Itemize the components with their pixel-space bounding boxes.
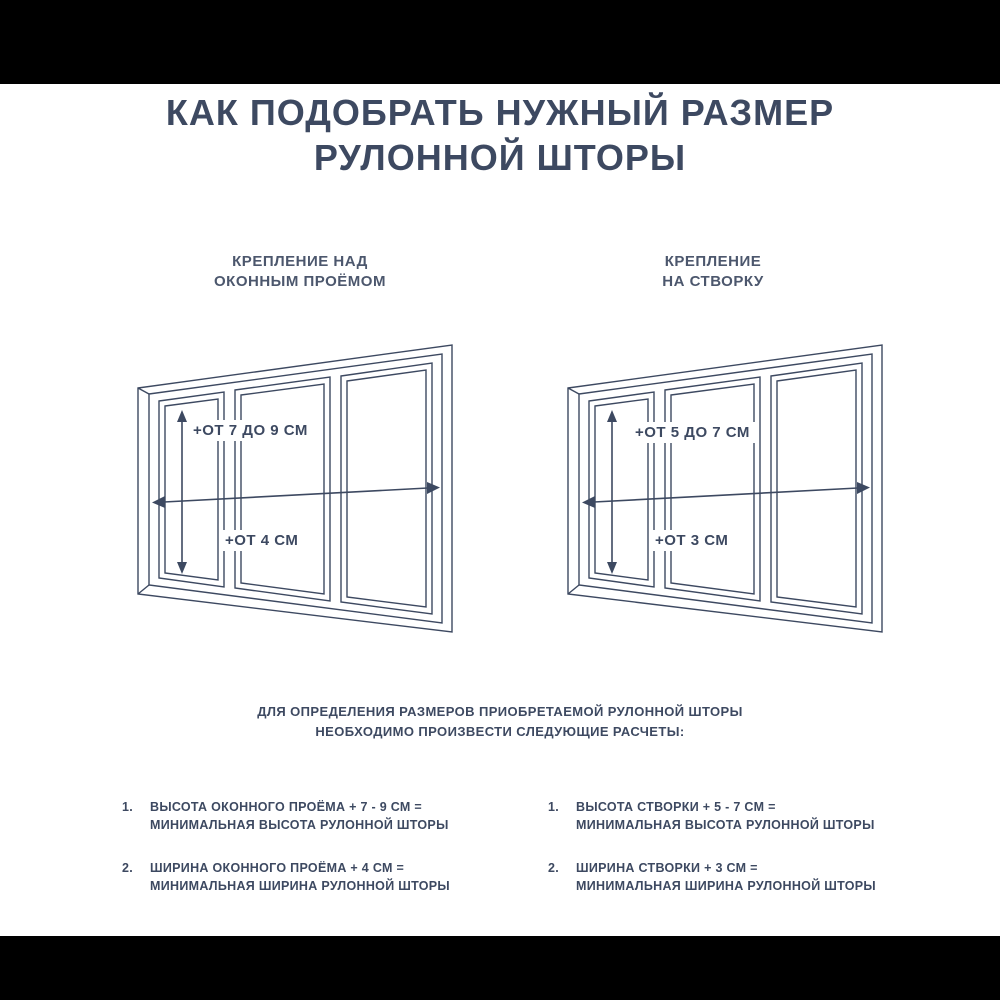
width-arrow [582, 482, 870, 508]
intro-line2: НЕОБХОДИМО ПРОИЗВЕСТИ СЛЕДУЮЩИЕ РАСЧЕТЫ: [315, 724, 685, 739]
item-text-line1: ШИРИНА СТВОРКИ + 3 СМ = [576, 861, 758, 875]
item-text: ВЫСОТА СТВОРКИ + 5 - 7 СМ = МИНИМАЛЬНАЯ … [576, 798, 875, 834]
instructions-intro: ДЛЯ ОПРЕДЕЛЕНИЯ РАЗМЕРОВ ПРИОБРЕТАЕМОЙ Р… [0, 702, 1000, 742]
height-measure-label: +ОТ 5 ДО 7 СМ [630, 422, 755, 443]
list-item: 1. ВЫСОТА СТВОРКИ + 5 - 7 СМ = МИНИМАЛЬН… [548, 798, 928, 834]
pane-left-sash [588, 391, 655, 588]
intro-line1: ДЛЯ ОПРЕДЕЛЕНИЯ РАЗМЕРОВ ПРИОБРЕТАЕМОЙ Р… [257, 704, 743, 719]
pane-middle-sash [664, 376, 761, 602]
height-arrow [607, 410, 617, 574]
height-arrow [177, 410, 187, 574]
window-outer-frame [137, 344, 453, 633]
pane-left-glass [594, 398, 649, 581]
item-text: ВЫСОТА ОКОННОГО ПРОЁМА + 7 - 9 СМ = МИНИ… [150, 798, 449, 834]
item-number: 1. [122, 800, 134, 814]
page-title: КАК ПОДОБРАТЬ НУЖНЫЙ РАЗМЕР РУЛОННОЙ ШТО… [0, 90, 1000, 180]
width-measure-label: +ОТ 3 СМ [650, 530, 734, 551]
window-inner-frame [148, 353, 443, 624]
window-illustration [567, 344, 883, 633]
content-panel: КАК ПОДОБРАТЬ НУЖНЫЙ РАЗМЕР РУЛОННОЙ ШТО… [0, 84, 1000, 936]
frame-depth-top-left [137, 387, 150, 395]
item-number: 2. [548, 861, 560, 875]
list-item: 2. ШИРИНА ОКОННОГО ПРОЁМА + 4 СМ = МИНИМ… [122, 859, 502, 895]
page-title-line2: РУЛОННОЙ ШТОРЫ [313, 137, 687, 178]
list-item: 1. ВЫСОТА ОКОННОГО ПРОЁМА + 7 - 9 СМ = М… [122, 798, 502, 834]
height-measure-label: +ОТ 7 ДО 9 СМ [188, 420, 313, 441]
pane-right-glass [346, 369, 427, 608]
width-arrow [152, 482, 440, 508]
pane-right-glass [776, 369, 857, 608]
frame-depth-top-left [567, 387, 580, 395]
window-outer-frame [567, 344, 883, 633]
pane-right-sash [770, 362, 863, 615]
window-frame [137, 344, 453, 633]
frame-depth-bottom-left [137, 584, 150, 595]
pane-middle-glass [670, 383, 755, 595]
item-text: ШИРИНА ОКОННОГО ПРОЁМА + 4 СМ = МИНИМАЛЬ… [150, 859, 450, 895]
window-inner-frame [578, 353, 873, 624]
item-text-line2: МИНИМАЛЬНАЯ ВЫСОТА РУЛОННОЙ ШТОРЫ [150, 818, 449, 832]
item-text-line1: ШИРИНА ОКОННОГО ПРОЁМА + 4 СМ = [150, 861, 405, 875]
pane-left-sash [158, 391, 225, 588]
item-text-line2: МИНИМАЛЬНАЯ ШИРИНА РУЛОННОЙ ШТОРЫ [150, 879, 450, 893]
item-text: ШИРИНА СТВОРКИ + 3 СМ = МИНИМАЛЬНАЯ ШИРИ… [576, 859, 876, 895]
window-illustration [137, 344, 453, 633]
item-text-line2: МИНИМАЛЬНАЯ ШИРИНА РУЛОННОЙ ШТОРЫ [576, 879, 876, 893]
pane-left-glass [164, 398, 219, 581]
frame-depth-bottom-left [567, 584, 580, 595]
heading-right-line2: НА СТВОРКУ [662, 273, 764, 290]
window-diagram-on-sash: +ОТ 5 ДО 7 СМ +ОТ 3 СМ [552, 332, 902, 637]
calc-list-above-opening: 1. ВЫСОТА ОКОННОГО ПРОЁМА + 7 - 9 СМ = М… [122, 798, 502, 920]
item-number: 2. [122, 861, 134, 875]
width-measure-label: +ОТ 4 СМ [220, 530, 304, 551]
heading-right-line1: КРЕПЛЕНИЕ [664, 253, 762, 270]
item-text-line1: ВЫСОТА СТВОРКИ + 5 - 7 СМ = [576, 800, 776, 814]
item-number: 1. [548, 800, 560, 814]
heading-left-line2: ОКОННЫМ ПРОЁМОМ [214, 273, 386, 290]
item-text-line1: ВЫСОТА ОКОННОГО ПРОЁМА + 7 - 9 СМ = [150, 800, 422, 814]
heading-left-line1: КРЕПЛЕНИЕ НАД [232, 253, 368, 270]
window-diagram-above-opening: +ОТ 7 ДО 9 СМ +ОТ 4 СМ [122, 332, 472, 637]
item-text-line2: МИНИМАЛЬНАЯ ВЫСОТА РУЛОННОЙ ШТОРЫ [576, 818, 875, 832]
diagram-heading-left: КРЕПЛЕНИЕ НАД ОКОННЫМ ПРОЁМОМ [150, 252, 450, 292]
diagram-heading-right: КРЕПЛЕНИЕ НА СТВОРКУ [563, 252, 863, 292]
pane-middle-sash [234, 376, 331, 602]
pane-right-sash [340, 362, 433, 615]
list-item: 2. ШИРИНА СТВОРКИ + 3 СМ = МИНИМАЛЬНАЯ Ш… [548, 859, 928, 895]
calc-list-on-sash: 1. ВЫСОТА СТВОРКИ + 5 - 7 СМ = МИНИМАЛЬН… [548, 798, 928, 920]
pane-middle-glass [240, 383, 325, 595]
window-frame [567, 344, 883, 633]
page-title-line1: КАК ПОДОБРАТЬ НУЖНЫЙ РАЗМЕР [165, 92, 835, 133]
